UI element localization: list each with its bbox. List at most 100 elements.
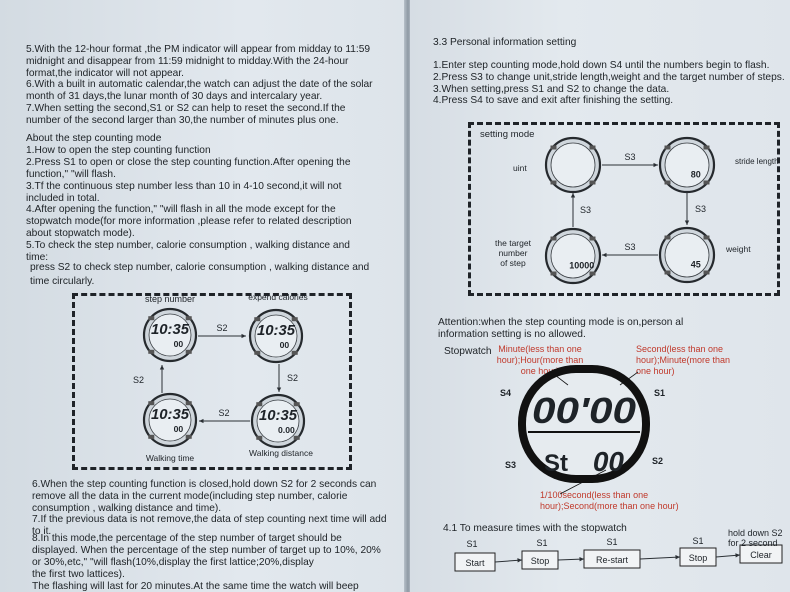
button-label-s3: S3 [505,460,516,470]
stopwatch-main-readout: 00'00 [532,390,636,431]
watch-time-readout: 10:35 [151,322,190,338]
watch-button [589,180,596,185]
paragraph-calendar: 6.With a built in automatic calendar,the… [26,79,373,90]
label-weight: weight [725,244,751,254]
flow-box-label: Clear [750,550,772,560]
paragraph-data-add: 7.If the previous data is not remove,the… [32,514,387,525]
flow-box-label: Re-start [596,555,629,565]
watch-button [256,435,263,440]
watch-value-readout: 00 [174,339,184,349]
flow-box-label: Stop [689,553,708,563]
watch-button [293,402,300,407]
paragraph-12-hour-format: format,the indicator will not appear. [26,67,184,79]
watch-target: 10000 [544,227,602,285]
arrow-label-s2: S2 [216,323,227,333]
arrow-distance-to-time-head [199,418,204,424]
setting-instructions: 2.Press S3 to change unit,stride length,… [433,71,785,83]
watch-value-readout: 00 [280,340,290,350]
watch-face [254,314,298,358]
watch-value-readout: 00 [174,424,184,434]
paragraph-12-hour-format: midnight and disappear from 11:59 midnig… [26,55,349,67]
arrow-label-s2: S2 [133,375,144,385]
attention-note: information setting is no allowed. [438,328,586,340]
measure-heading: 4.1 To measure times with the stopwatch [443,523,627,534]
arrow-calories-to-distance-head [276,387,282,392]
setting-instructions: 4.Press S4 to save and exit after finish… [433,95,674,107]
button-label-s1: S1 [654,388,665,398]
leader-second [619,371,639,386]
watch-time-readout: 10:35 [151,407,190,423]
setting-instructions: 1.Enter step counting mode,hold down S4 … [433,60,770,71]
second-note: Second(less than one [636,344,723,354]
watch-stride: 80 [658,136,716,194]
flow-step-label: S1 [466,539,477,549]
watch-button [254,317,261,322]
paragraph-target-percentage: displayed. When the percentage of the st… [32,544,381,556]
second-note: one hour) [636,366,675,376]
minute-note: Minute(less than one [498,344,582,354]
step-counting-diagram-frame [72,293,352,470]
label-step-number: step number [145,294,195,304]
watch-button [589,236,596,241]
minute-note: hour);Hour(more than [497,355,584,365]
watch-button [589,271,596,276]
label-expend-calories: expend calories [248,292,308,302]
second-note: hour);Minute(more than [636,355,730,365]
button-label-s4: S4 [500,388,511,398]
hold-down-note: hold down S2 [728,528,783,538]
paragraph-target-percentage: The flashing will last for 20 minutes.At… [32,580,359,592]
paragraph-step-counting: 2.Press S1 to open or close the step cou… [26,156,351,168]
arrow-stride-to-weight-head [684,220,690,225]
label-target-steps: of step [500,258,526,268]
paragraph-step-counting: About the step counting mode [26,133,162,144]
arrow-label-s3: S3 [695,204,706,214]
paragraph-step-counting: included in total. [26,192,100,204]
watch-button [589,145,596,150]
watch-button [664,270,671,275]
flow-arrow-1-head [517,558,522,563]
paragraph-press-s2: press S2 to check step number, calorie c… [30,262,370,273]
section-heading: 3.3 Personal information setting [433,37,577,48]
watch-button [148,434,155,439]
watch-face [148,313,192,357]
watch-walking-distance: 10:350.00 [250,393,306,449]
watch-weight: 45 [658,226,716,284]
watch-button [148,316,155,321]
paragraph-step-counting: time: [26,252,49,263]
flow-step-label: S1 [692,536,703,546]
stopwatch-mode-readout: St [544,450,568,477]
paragraph-remove-data: remove all the data in the current mode(… [32,490,348,502]
leader-hundredth [559,469,607,495]
watch-button [185,316,192,321]
setting-mode-title: setting mode [480,129,534,140]
flow-box-label: Start [465,558,485,568]
watch-uint [544,136,602,194]
hundredth-note: hour);Second(more than one hour) [540,501,679,511]
watch-face [664,232,710,278]
label-stride-length: stride length [735,157,779,166]
left-manual-page: 5.With the 12-hour format ,the PM indica… [0,0,408,592]
flow-step-label: S1 [606,537,617,547]
right-manual-page: 3.3 Personal information setting 1.Enter … [410,0,790,592]
stopwatch-screen [526,373,642,475]
watch-button [703,270,710,275]
paragraph-target-percentage: the first two lattices). [32,568,125,580]
watch-button [148,349,155,354]
watch-face [256,399,300,443]
paragraph-remove-data: 6.When the step counting function is clo… [32,479,377,490]
flow-arrow-4-head [735,553,740,558]
paragraph-remove-data: consumption , walking distance and time)… [32,502,222,514]
hold-down-note: for 2 second [728,538,778,548]
arrow-weight-to-target-head [602,252,607,258]
watch-button [291,317,298,322]
watch-face [550,142,596,188]
watch-value-readout: 45 [691,260,701,270]
flow-box-label: Stop [531,556,550,566]
setting-mode-diagram-frame [468,122,780,296]
